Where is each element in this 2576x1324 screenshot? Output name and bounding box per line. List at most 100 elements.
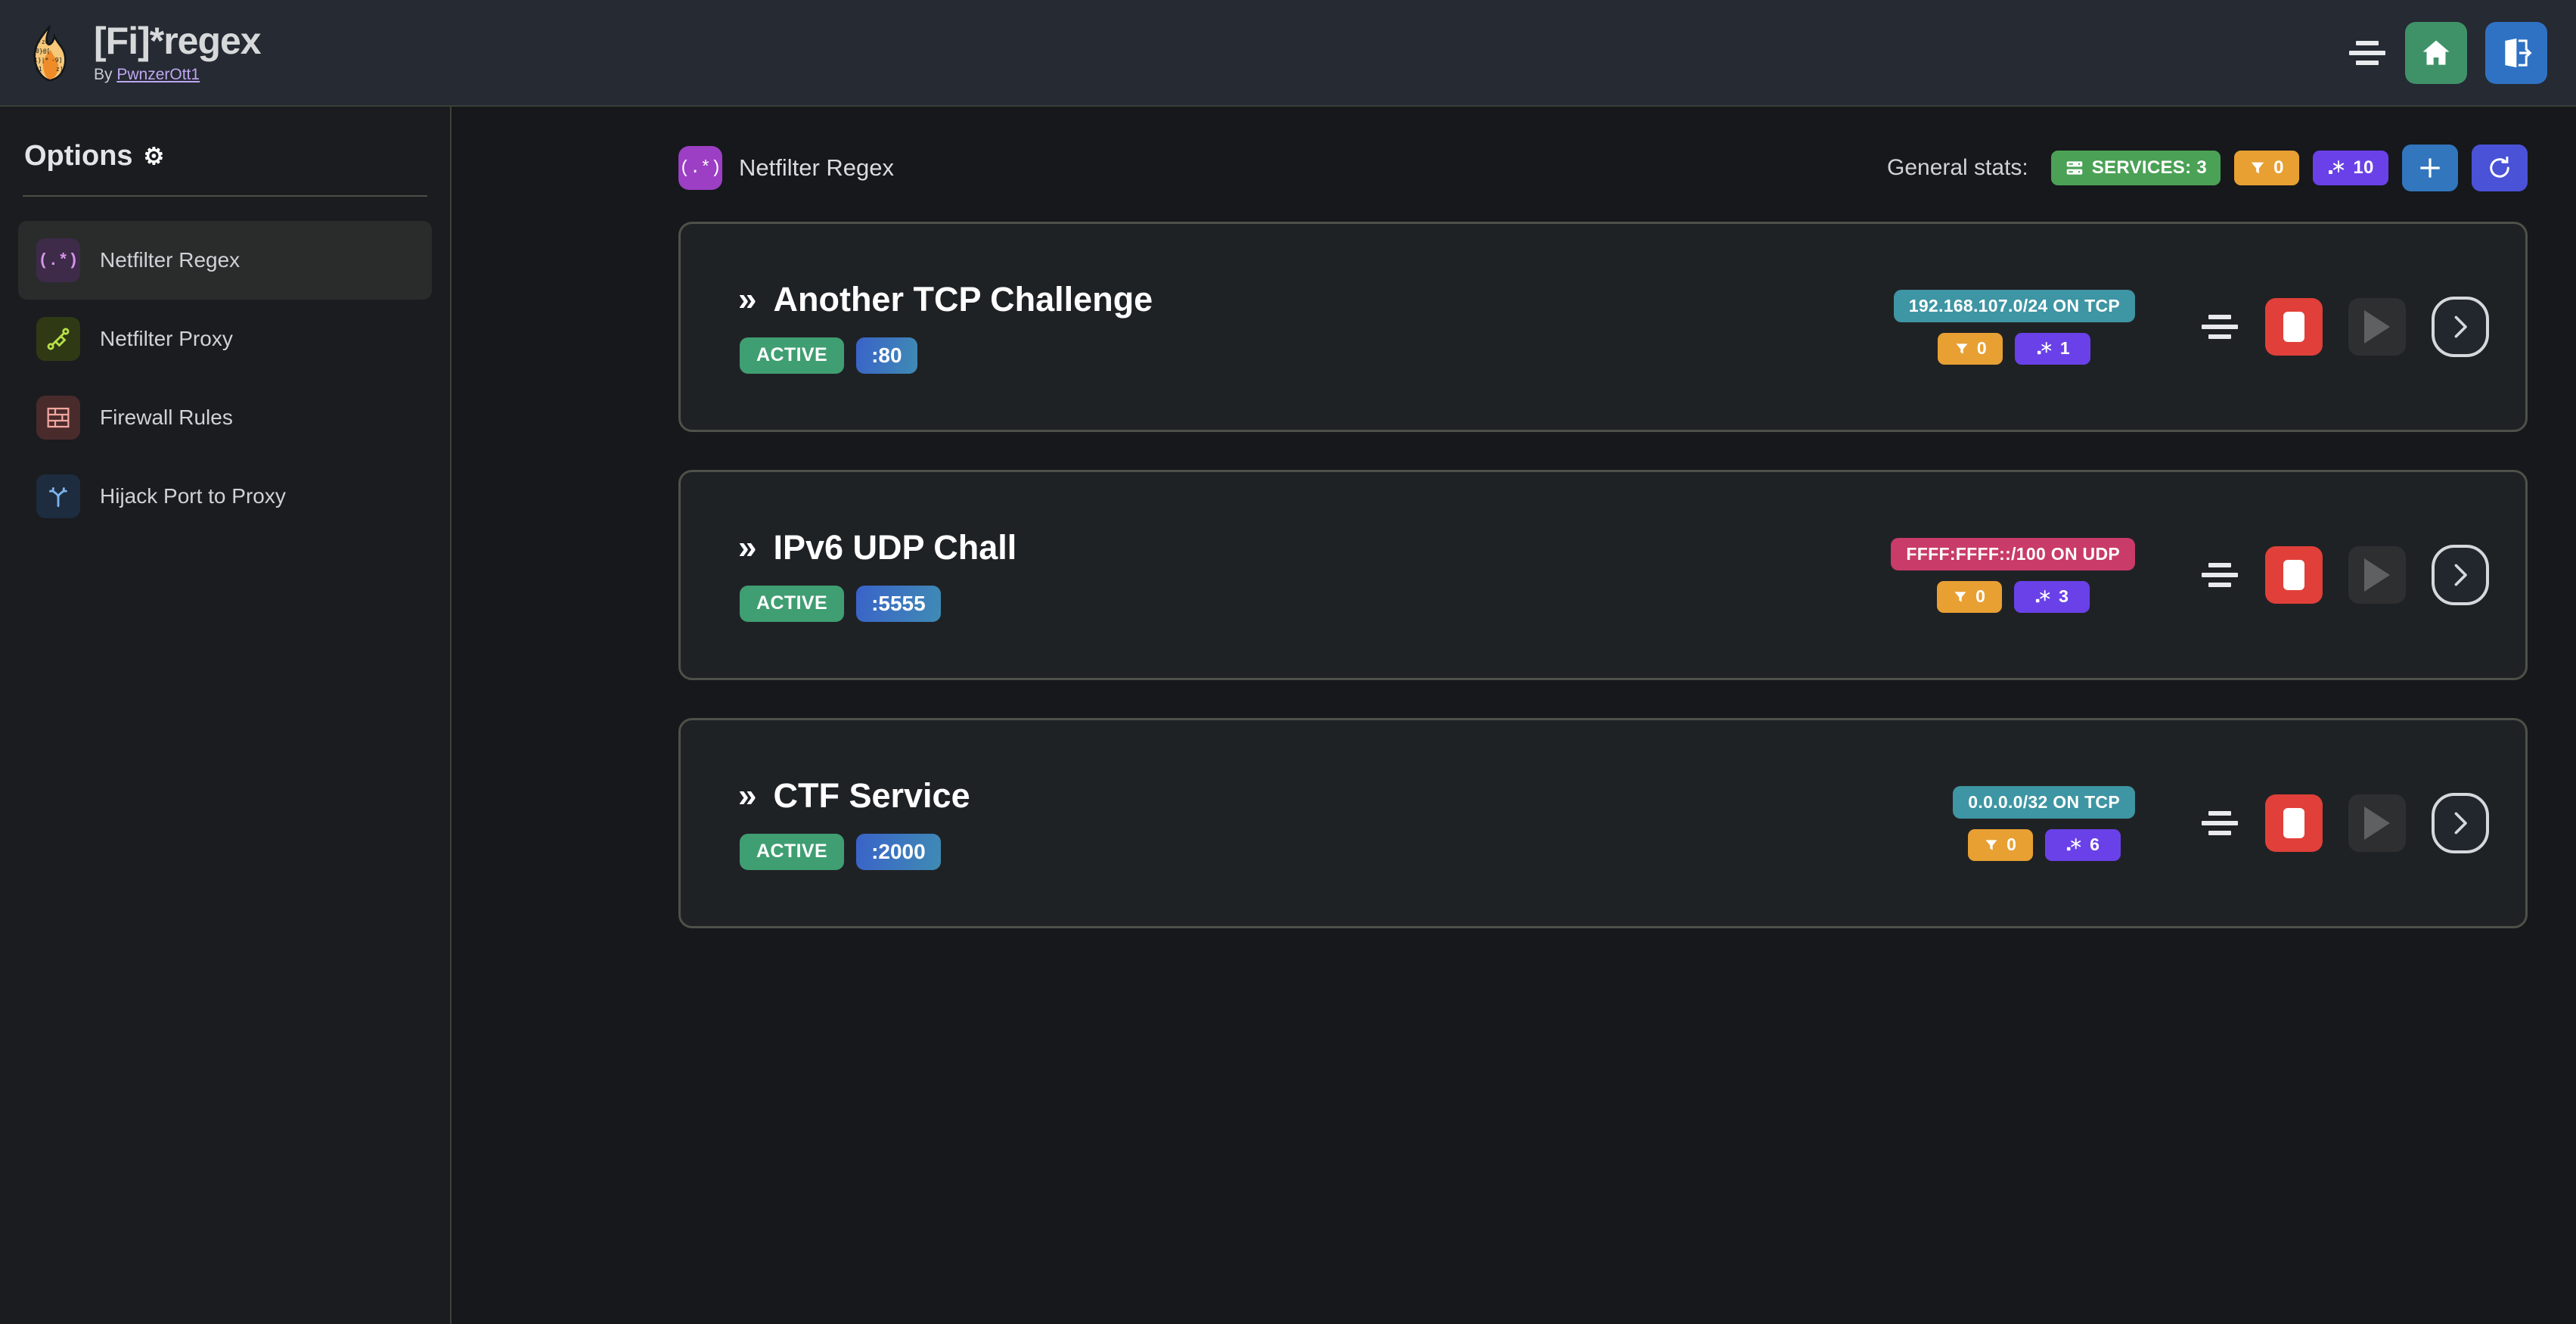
sidebar-heading: Options ⚙ — [0, 140, 450, 172]
service-badges: ACTIVE :2000 — [738, 834, 970, 870]
filter-icon — [1956, 343, 1968, 354]
svg-text:(1: (1 — [35, 66, 42, 73]
stop-button[interactable] — [2265, 298, 2323, 356]
port-badge: :2000 — [856, 834, 941, 870]
filter-icon — [1985, 839, 1997, 850]
author-link[interactable]: PwnzerOtt1 — [116, 65, 200, 83]
drag-handle-icon[interactable] — [2200, 807, 2239, 840]
general-stats: General stats: SERVICES: 3 0 — [1887, 145, 2528, 191]
server-icon — [2066, 161, 2083, 175]
drag-handle-icon[interactable] — [2200, 558, 2239, 592]
brand-text: [Fi]*regex By PwnzerOtt1 — [94, 21, 262, 84]
service-name: IPv6 UDP Chall — [773, 528, 1017, 567]
play-button[interactable] — [2348, 298, 2406, 356]
sidebar-divider — [23, 195, 427, 197]
service-action-buttons — [2200, 297, 2489, 357]
sidebar-item-netfilter-regex[interactable]: (.*) Netfilter Regex — [18, 221, 432, 300]
service-card[interactable]: » Another TCP Challenge ACTIVE :80 192.1… — [678, 222, 2528, 432]
stop-icon — [2283, 312, 2304, 342]
service-filters-value: 0 — [2006, 834, 2017, 854]
service-badges: ACTIVE :80 — [738, 337, 1153, 374]
route-fork-icon — [36, 474, 80, 518]
open-service-button[interactable] — [2432, 297, 2489, 357]
service-action-buttons — [2200, 545, 2489, 605]
play-button[interactable] — [2348, 794, 2406, 852]
svg-text:0}@[: 0}@[ — [36, 48, 50, 54]
regex-dot-star-icon — [2036, 589, 2050, 602]
sidebar-item-hijack-port-to-proxy[interactable]: Hijack Port to Proxy — [18, 457, 432, 536]
double-chevron-icon: » — [738, 281, 757, 318]
service-network-info: FFFF:FFFF::/100 ON UDP 0 3 — [1891, 537, 2135, 613]
sidebar-item-label: Firewall Rules — [100, 406, 233, 429]
home-button[interactable] — [2405, 21, 2467, 84]
play-icon — [2364, 807, 2390, 840]
service-info: » CTF Service ACTIVE :2000 — [738, 776, 970, 870]
flame-logo: -z0- 0}@[ 1}|* -9] (1 z] — [26, 24, 74, 82]
open-service-button[interactable] — [2432, 793, 2489, 853]
service-card[interactable]: » IPv6 UDP Chall ACTIVE :5555 FFFF:FFFF:… — [678, 470, 2528, 680]
network-badge: 0.0.0.0/32 ON TCP — [1953, 785, 2135, 819]
service-title: » Another TCP Challenge — [738, 280, 1153, 319]
chevron-right-icon — [2454, 564, 2467, 586]
service-name: Another TCP Challenge — [773, 280, 1153, 319]
service-filters-badge: 0 — [1967, 828, 2033, 861]
service-regexes-badge: 1 — [2015, 332, 2091, 365]
stop-icon — [2283, 560, 2304, 590]
header-actions — [2348, 21, 2576, 84]
svg-text:-9]: -9] — [51, 57, 62, 64]
stat-regexes-value: 10 — [2353, 157, 2374, 178]
main-header: (.*) Netfilter Regex General stats: SERV… — [453, 107, 2576, 191]
refresh-button[interactable] — [2472, 145, 2528, 191]
service-info: » Another TCP Challenge ACTIVE :80 — [738, 280, 1153, 374]
chevron-right-icon — [2454, 812, 2467, 834]
port-badge: :80 — [856, 337, 917, 374]
regex-icon: (.*) — [678, 146, 722, 190]
status-badge: ACTIVE — [740, 337, 845, 374]
filter-icon — [2251, 162, 2264, 174]
open-service-button[interactable] — [2432, 545, 2489, 605]
service-regexes-value: 3 — [2059, 586, 2069, 606]
double-chevron-icon: » — [738, 529, 757, 566]
play-button[interactable] — [2348, 546, 2406, 604]
stat-regexes-badge: 10 — [2313, 151, 2388, 185]
service-badges: ACTIVE :5555 — [738, 586, 1016, 622]
service-info: » IPv6 UDP Chall ACTIVE :5555 — [738, 528, 1016, 622]
service-card[interactable]: » CTF Service ACTIVE :2000 0.0.0.0/32 ON… — [678, 718, 2528, 928]
svg-text:1}|*: 1}|* — [34, 57, 48, 64]
brick-wall-icon — [36, 396, 80, 440]
service-filters-value: 0 — [1975, 586, 1986, 606]
main-content: (.*) Netfilter Regex General stats: SERV… — [453, 107, 2576, 1324]
service-network-info: 0.0.0.0/32 ON TCP 0 6 — [1953, 785, 2135, 861]
page-title: Netfilter Regex — [739, 154, 895, 181]
logout-button[interactable] — [2485, 21, 2547, 84]
home-icon — [2422, 40, 2450, 65]
service-filters-value: 0 — [1976, 338, 1987, 358]
gear-icon: ⚙ — [143, 143, 165, 169]
sidebar-item-netfilter-proxy[interactable]: Netfilter Proxy — [18, 300, 432, 378]
service-counters: 0 1 — [1938, 332, 2091, 365]
add-service-button[interactable] — [2402, 145, 2458, 191]
stat-services-badge: SERVICES: 3 — [2050, 151, 2221, 185]
service-regexes-value: 6 — [2090, 834, 2100, 854]
align-center-icon[interactable] — [2348, 36, 2387, 70]
service-counters: 0 6 — [1967, 828, 2121, 861]
service-filters-badge: 0 — [1938, 332, 2003, 365]
regex-dot-star-icon — [2067, 838, 2081, 850]
service-regexes-badge: 3 — [2013, 580, 2090, 613]
stop-button[interactable] — [2265, 794, 2323, 852]
service-filters-badge: 0 — [1936, 580, 2002, 613]
svg-text:z]: z] — [56, 66, 64, 73]
drag-handle-icon[interactable] — [2200, 310, 2239, 343]
by-prefix: By — [94, 65, 117, 83]
stat-filters-value: 0 — [2273, 157, 2284, 178]
network-badge: 192.168.107.0/24 ON TCP — [1893, 289, 2135, 322]
sidebar-item-firewall-rules[interactable]: Firewall Rules — [18, 378, 432, 457]
play-icon — [2364, 310, 2390, 343]
service-controls: 192.168.107.0/24 ON TCP 0 1 — [1893, 289, 2489, 365]
service-network-info: 192.168.107.0/24 ON TCP 0 1 — [1893, 289, 2135, 365]
regex-dot-star-icon — [2037, 341, 2051, 354]
service-counters: 0 3 — [1936, 580, 2090, 613]
stop-icon — [2283, 808, 2304, 838]
stop-button[interactable] — [2265, 546, 2323, 604]
stat-services-label: SERVICES: 3 — [2091, 157, 2207, 178]
